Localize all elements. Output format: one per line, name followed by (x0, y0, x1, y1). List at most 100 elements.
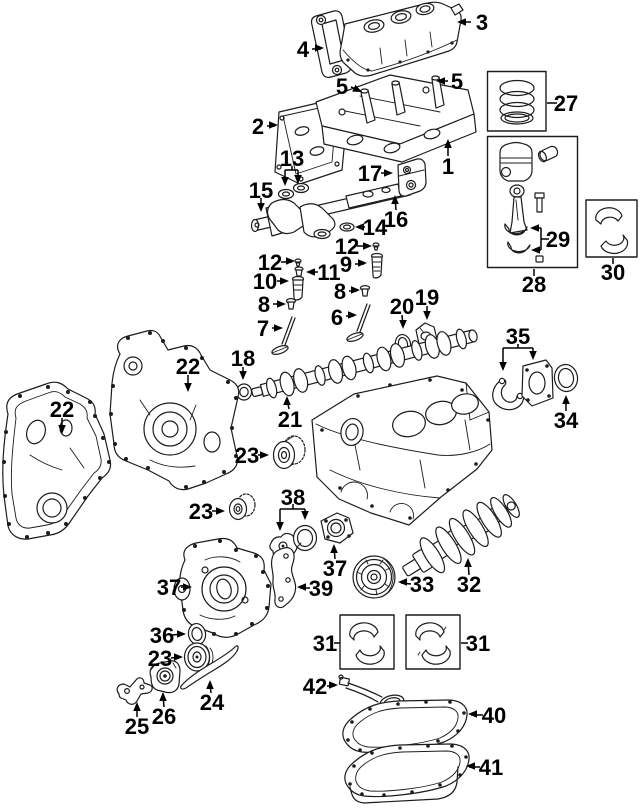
callout-7-exhaust-valve: 7 (257, 316, 269, 341)
part-main-bearing-right-box (405, 614, 461, 670)
part-pump-cover-plate (320, 512, 354, 544)
part-oil-pump (173, 537, 272, 638)
callout-19-cam-thrust-plate: 19 (415, 285, 439, 310)
callout-arrowhead-7 (274, 324, 283, 332)
callout-5-head-stud-left: 5 (336, 74, 348, 99)
callout-40-oil-pan-gasket: 40 (482, 703, 506, 728)
callout-20-valve-stem-seal: 20 (390, 294, 414, 319)
callout-13-rocker-pedestals: 13 (280, 146, 304, 171)
callout-11-lifter-cap: 11 (317, 260, 340, 285)
callout-37-oil-pump: 37 (157, 575, 181, 600)
callout-15-rocker-shaft-end: 15 (249, 178, 273, 203)
callout-14-rocker-arm-assembly: 14 (363, 215, 388, 240)
callout-arrowhead-9 (358, 259, 367, 267)
part-rear-main-seal (553, 363, 579, 393)
callout-arrowhead-2 (269, 121, 278, 129)
part-timing-cover-outer (2, 381, 112, 540)
part-valve-cover (339, 1, 464, 77)
callout-arrowhead-10 (280, 277, 289, 285)
callout-42-oil-pickup-tube: 42 (303, 674, 327, 699)
part-belt-tensioner (149, 660, 181, 694)
part-crankshaft (402, 494, 520, 577)
callout-arrowhead-11 (306, 268, 315, 276)
part-camshaft (251, 328, 478, 399)
callout-32-crankshaft: 32 (457, 572, 481, 597)
callout-arrowhead-29 (530, 224, 539, 232)
callout-arrowhead-37 (330, 544, 338, 553)
part-cylinder-head (315, 74, 477, 163)
callout-arrowhead-22 (184, 383, 192, 392)
callout-arrowhead-6 (348, 311, 357, 319)
part-pump-gasket (270, 547, 297, 609)
callout-8-spring-retainer-left: 8 (258, 292, 270, 317)
callout-arrowhead-36 (177, 630, 186, 638)
callout-31-main-bearing-left-box: 31 (313, 631, 337, 656)
callout-1-cylinder-head: 1 (442, 154, 454, 179)
part-front-crank-seal (187, 622, 207, 646)
callout-arrowhead-41 (466, 762, 475, 770)
callout-arrowhead-18 (239, 371, 247, 380)
part-idler-sprocket (228, 493, 256, 521)
callout-arrowhead-42 (329, 681, 338, 689)
callout-arrowhead-39 (297, 583, 306, 591)
part-tensioner-pulley (183, 642, 214, 672)
callout-arrowhead-3 (457, 18, 466, 26)
part-head-studs (360, 75, 445, 124)
callout-29-rod-bearings: 29 (546, 227, 570, 252)
part-valve-keepers-and-lifters (285, 242, 384, 310)
callout-arrowhead-8 (277, 300, 286, 308)
part-valve-cover-gasket (310, 10, 353, 79)
callout-25-mount-bracket: 25 (125, 714, 149, 739)
part-timing-cover-inner (109, 329, 240, 491)
part-shaft-bracket (397, 158, 427, 197)
part-pump-seal-ring (292, 524, 318, 552)
callout-12-valve-keeper-upper: 12 (335, 234, 359, 259)
part-rod-bearing-box (585, 199, 638, 258)
callout-37-pump-cover-plate: 37 (323, 556, 347, 581)
part-rear-seal-retainer (492, 359, 554, 411)
callout-arrowhead-19 (423, 311, 431, 320)
callout-9-valve-lifter-right: 9 (340, 252, 352, 277)
callout-41-oil-pan: 41 (479, 755, 503, 780)
callout-35-rear-seal-retainer: 35 (506, 324, 530, 349)
callout-34-rear-main-seal: 34 (554, 408, 579, 433)
part-piston-and-rod-box (486, 135, 579, 269)
part-piston-ring-set-box (486, 70, 547, 132)
callout-arrowhead-5 (436, 77, 445, 85)
callout-arrowhead-12 (363, 242, 372, 250)
callout-31-main-bearing-right-box: 31 (466, 631, 490, 656)
callout-arrowhead-12 (286, 257, 295, 265)
callout-arrowhead-33 (398, 578, 407, 586)
part-cam-sprocket (272, 435, 306, 470)
callout-22-timing-cover-inner: 22 (176, 354, 200, 379)
callout-arrowhead-5 (352, 84, 362, 92)
callout-arrowhead-26 (159, 692, 167, 701)
callout-arrowhead-23 (174, 653, 183, 661)
callout-arrowhead-23 (260, 451, 269, 459)
callout-arrowhead-21 (283, 396, 291, 405)
callout-6-intake-valve: 6 (331, 305, 343, 330)
callout-2-head-gasket: 2 (252, 114, 264, 139)
callout-10-valve-lifter-left: 10 (253, 269, 277, 294)
callout-arrowhead-35 (529, 351, 537, 360)
callout-3-valve-cover: 3 (476, 10, 488, 35)
callout-arrowhead-32 (464, 558, 472, 567)
callout-arrowhead-37 (183, 583, 192, 591)
part-drive-belt (180, 645, 239, 690)
callout-27-piston-ring-set: 27 (554, 91, 578, 116)
callout-arrowhead-13 (294, 175, 302, 184)
callout-30-rod-bearing-set: 30 (601, 260, 625, 285)
callout-arrowhead-38 (276, 522, 284, 531)
callout-arrowhead-4 (315, 44, 324, 52)
callout-arrowhead-8 (351, 286, 360, 294)
callout-23-idler-sprocket: 23 (189, 499, 213, 524)
callout-4-valve-cover-gasket: 4 (297, 37, 310, 62)
callout-21-camshaft: 21 (278, 407, 302, 432)
callout-arrowhead-22 (58, 425, 66, 434)
part-crank-pulley (352, 555, 396, 599)
callout-arrowhead-29 (531, 246, 540, 254)
callout-arrowhead-24 (206, 680, 214, 689)
callout-arrowhead-17 (384, 169, 393, 177)
